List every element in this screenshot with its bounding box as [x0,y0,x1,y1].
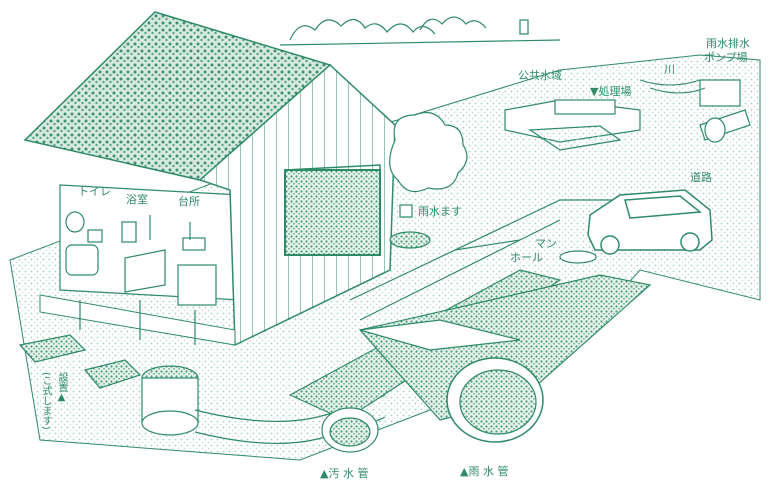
house-window [285,170,380,255]
label-pump-station-2: ポンプ場 [704,52,748,64]
label-rainwater-inlet: 雨水ます [418,206,462,218]
label-house-note-2: (こ式します) [40,372,51,430]
label-pump-station-1: 雨水排水 [706,38,750,50]
label-treatment-plant: ▼処理場 [590,86,631,98]
label-sewage-pipe: ▲汚 水 管 [320,468,368,480]
label-manhole-2: ホール [510,252,543,264]
manhole [560,251,596,263]
label-toilet: トイレ [78,186,111,198]
label-manhole-1: マン [535,238,557,250]
label-storm-pipe: ▲雨 水 管 [460,466,508,478]
label-road: 道路 [690,172,712,184]
label-river: 川 [664,64,675,76]
label-public-waters: 公共水域 [518,70,562,82]
label-bath: 浴室 [126,194,148,206]
label-kitchen: 台所 [178,196,200,208]
distant-trees [280,17,560,45]
label-house-note-1: 設置▲ [56,372,67,403]
